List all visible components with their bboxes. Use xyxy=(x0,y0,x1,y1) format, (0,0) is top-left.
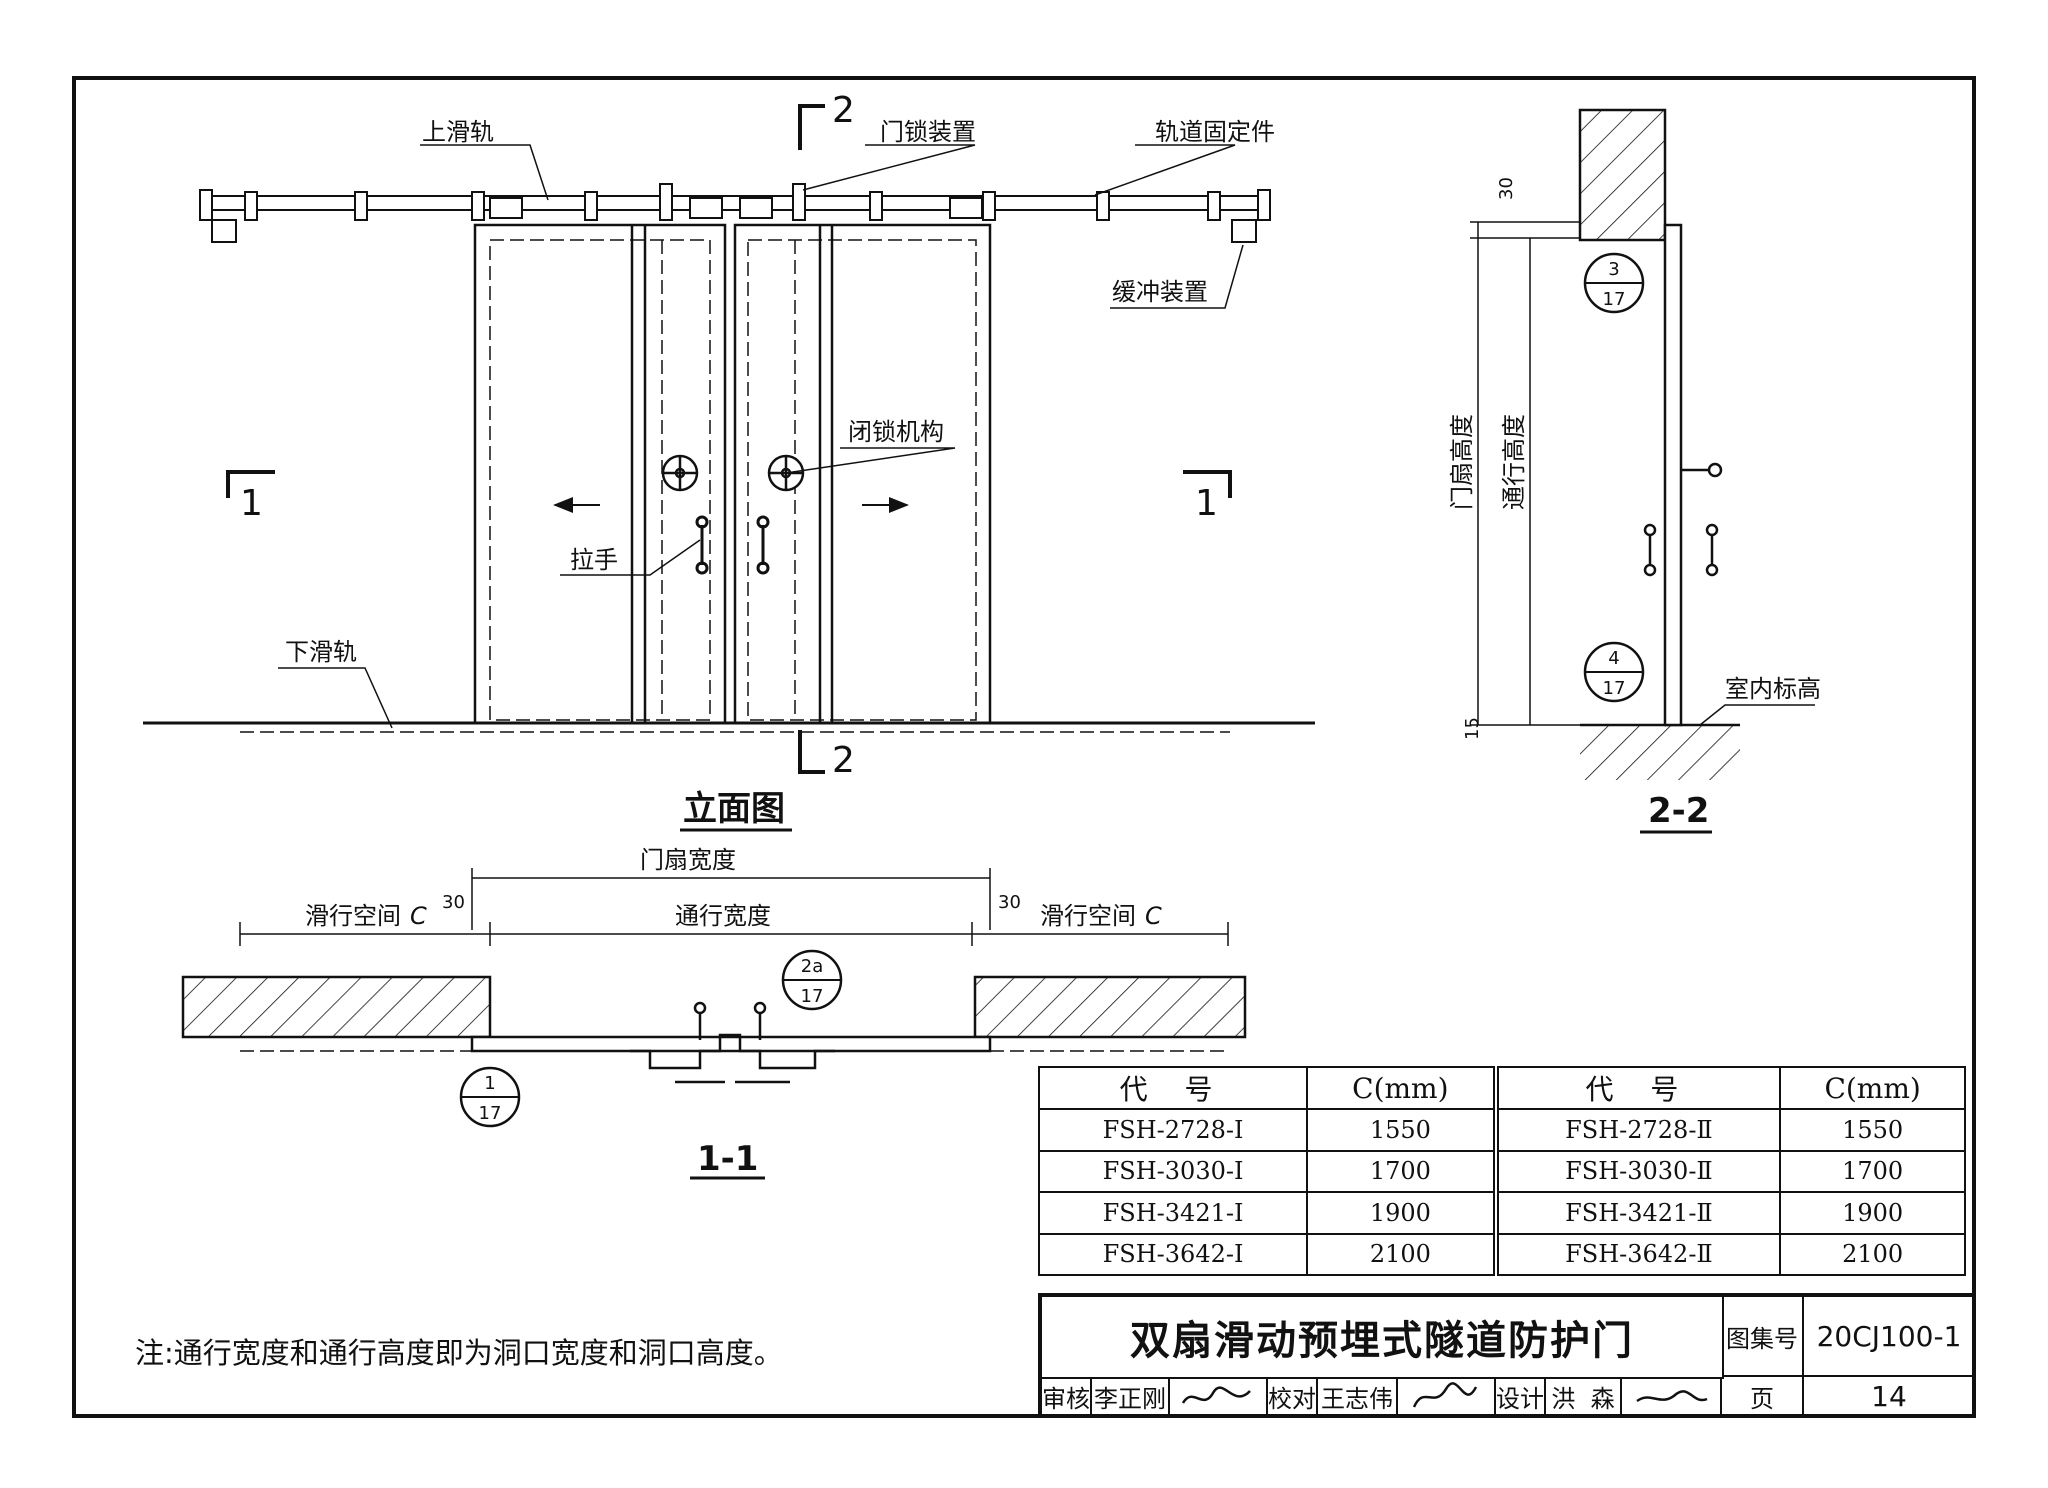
elevation-title: 立面图 xyxy=(683,789,785,829)
detail-callout-2a: 2a 17 xyxy=(781,949,843,1011)
label-handle: 拉手 xyxy=(570,546,618,574)
svg-text:17: 17 xyxy=(1603,289,1626,310)
svg-text:4: 4 xyxy=(1608,648,1619,669)
dimension-lines-1-1 xyxy=(239,868,1229,946)
dim-gap-left: 30 xyxy=(442,892,465,913)
page-number: 14 xyxy=(1804,1377,1976,1418)
design-label: 设计 xyxy=(1496,1377,1546,1418)
dim-c-right: C xyxy=(1145,902,1162,930)
checker-name: 王志伟 xyxy=(1318,1377,1398,1418)
elevation-view: 1 1 2 2 上滑轨 门锁装置 轨道固定件 缓冲装置 闭锁机构 拉手 下滑轨 … xyxy=(143,90,1315,832)
dim-pass-width: 通行宽度 xyxy=(675,902,771,930)
checker-signature xyxy=(1398,1377,1496,1418)
label-upper-rail: 上滑轨 xyxy=(422,118,494,146)
label-lock-mechanism: 闭锁机构 xyxy=(848,418,944,446)
header-c-2: C(mm) xyxy=(1779,1066,1966,1110)
dim-leaf-height: 门扇高度 xyxy=(1448,414,1476,510)
section-1-1-title: 1-1 xyxy=(697,1139,758,1179)
rail-fixtures xyxy=(244,183,1221,221)
dim-slide-space-left: 滑行空间 xyxy=(305,902,401,930)
section-2-2-view: 30 15 门扇高度 通行高度 3 17 4 17 室内标高 2-2 xyxy=(1448,108,1821,834)
atlas-number: 20CJ100-1 xyxy=(1804,1297,1976,1377)
reviewer-name: 李正刚 xyxy=(1092,1377,1170,1418)
atlas-label: 图集号 xyxy=(1722,1297,1804,1377)
svg-text:3: 3 xyxy=(1608,259,1619,280)
dim-pass-height: 通行高度 xyxy=(1500,414,1528,510)
designer-name: 洪 森 xyxy=(1546,1377,1622,1418)
wall-right xyxy=(973,975,1247,1039)
drawing-note: 注:通行宽度和通行高度即为洞口宽度和洞口高度。 xyxy=(135,1336,783,1370)
section-mark-2-top: 2 xyxy=(832,90,855,131)
reviewer-signature xyxy=(1170,1377,1268,1418)
svg-text:17: 17 xyxy=(1603,678,1626,699)
header-code-1: 代 号 xyxy=(1037,1066,1309,1110)
dim-c-left: C xyxy=(410,902,427,930)
header-code-2: 代 号 xyxy=(1492,1066,1782,1110)
designer-signature xyxy=(1622,1377,1722,1418)
label-lock-device: 门锁装置 xyxy=(880,118,976,146)
label-buffer: 缓冲装置 xyxy=(1112,278,1208,306)
section-marks xyxy=(226,104,1232,774)
dim-slide-space-right: 滑行空间 xyxy=(1040,902,1136,930)
check-label: 校对 xyxy=(1268,1377,1318,1418)
lock-wheel-left xyxy=(661,454,699,492)
upper-rail xyxy=(199,189,1271,243)
detail-callout-1: 1 17 xyxy=(459,1066,521,1128)
detail-callout-3: 3 17 xyxy=(1583,252,1645,314)
detail-callout-4: 4 17 xyxy=(1583,641,1645,703)
svg-text:17: 17 xyxy=(479,1103,502,1124)
svg-text:17: 17 xyxy=(801,986,824,1007)
ceiling-slab xyxy=(1578,108,1667,242)
label-lower-rail: 下滑轨 xyxy=(285,638,357,666)
section-mark-1-right: 1 xyxy=(1195,483,1218,524)
dim-gap-right: 30 xyxy=(998,892,1021,913)
drawing-title: 双扇滑动预埋式隧道防护门 xyxy=(1042,1297,1724,1379)
svg-text:1: 1 xyxy=(484,1073,495,1094)
lower-rail xyxy=(143,721,1315,733)
section-mark-1-left: 1 xyxy=(240,483,263,524)
door-handles xyxy=(695,515,770,575)
header-c-1: C(mm) xyxy=(1306,1066,1497,1110)
door-plan-1-1 xyxy=(240,1001,1228,1084)
floor-slab xyxy=(1580,725,1740,780)
svg-text:2a: 2a xyxy=(801,956,823,977)
section-1-1-view: 门扇宽度 通行宽度 滑行空间 C 滑行空间 C 30 30 2a 17 xyxy=(181,846,1247,1180)
leader-lines xyxy=(278,144,1244,729)
dim-top-gap: 30 xyxy=(1496,177,1517,200)
dim-leaf-width: 门扇宽度 xyxy=(640,846,736,874)
drawing-frame xyxy=(72,76,1976,1418)
review-label: 审核 xyxy=(1042,1377,1092,1418)
title-block: 双扇滑动预埋式隧道防护门 图集号 20CJ100-1 审核 李正刚 校对 王志伟… xyxy=(1038,1293,1976,1418)
page-label: 页 xyxy=(1722,1377,1804,1418)
door-leaf-profile-2-2 xyxy=(1643,223,1723,727)
label-rail-fixture: 轨道固定件 xyxy=(1155,118,1275,146)
dim-bottom-gap: 15 xyxy=(1462,717,1483,740)
wall-left xyxy=(181,975,492,1039)
section-2-2-title: 2-2 xyxy=(1648,791,1709,831)
section-mark-2-bottom: 2 xyxy=(832,740,855,781)
dimension-lines-2-2 xyxy=(1470,221,1580,726)
label-floor-level: 室内标高 xyxy=(1725,675,1821,703)
